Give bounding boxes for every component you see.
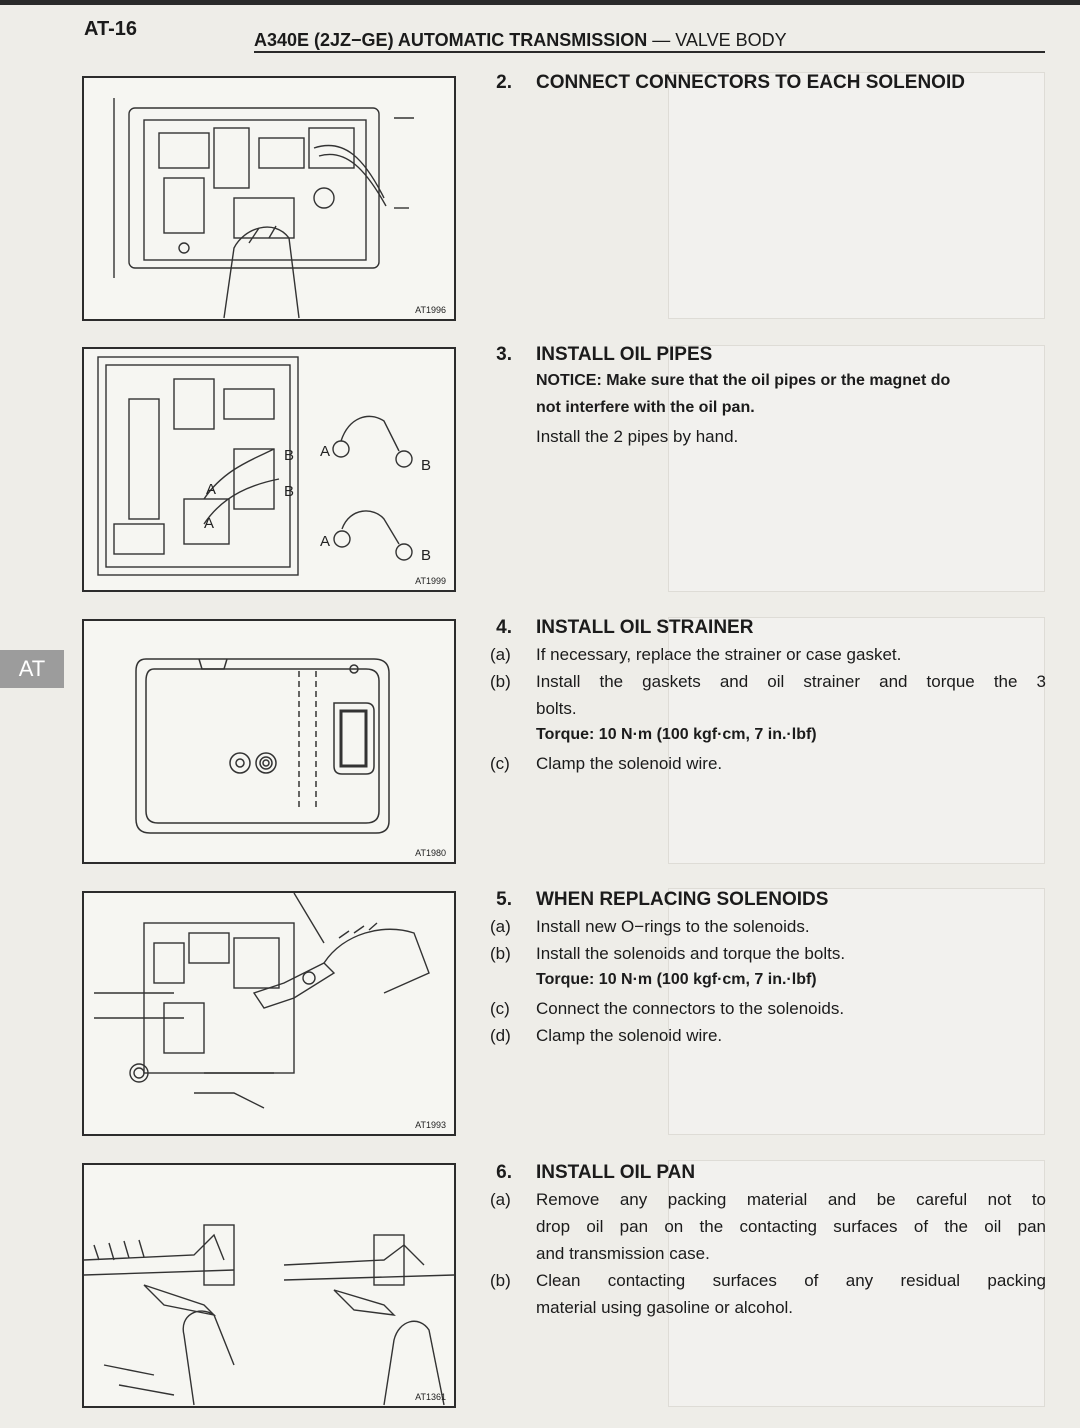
figure-connect-connectors: AT1996 <box>82 76 456 321</box>
notice-text: not interfere with the oil pan. <box>536 399 755 416</box>
valve-body-illustration <box>113 98 414 319</box>
pipe-label: A <box>320 443 331 460</box>
step-heading: INSTALL OIL STRAINER <box>536 617 754 638</box>
pipe-label: A <box>204 515 215 532</box>
bleed-through-box <box>668 72 1045 319</box>
sub-step-label: (a) <box>490 917 511 936</box>
sub-step-label: (b) <box>490 672 511 691</box>
figure-code: AT1993 <box>415 1120 446 1130</box>
bleed-through-box <box>668 617 1045 864</box>
top-border <box>0 0 1080 5</box>
instruction-text: bolts. <box>536 699 577 718</box>
sub-step-label: (c) <box>490 754 510 773</box>
step-number: 4. <box>496 617 512 638</box>
sub-step-label: (d) <box>490 1026 511 1045</box>
instruction-text: Install the 2 pipes by hand. <box>536 427 739 446</box>
figure-code: AT1999 <box>415 576 446 586</box>
instruction-text: If necessary, replace the strainer or ca… <box>536 645 902 664</box>
instruction-text: Install new O−rings to the solenoids. <box>536 917 810 936</box>
section-tab: AT <box>0 650 64 688</box>
pipe-label: B <box>421 547 432 564</box>
instruction-text: Clamp the solenoid wire. <box>536 754 723 773</box>
instruction-text: Install the solenoids and torque the bol… <box>536 944 846 963</box>
figure-code: AT1980 <box>415 848 446 858</box>
solenoid-illustration <box>94 893 430 1109</box>
page-number: AT-16 <box>84 18 137 40</box>
bleed-through-box <box>668 345 1045 592</box>
step-heading: WHEN REPLACING SOLENOIDS <box>536 889 829 910</box>
figure-oil-pan: AT1361 <box>82 1163 456 1408</box>
instruction-text: drop oil pan on the contacting surfaces … <box>536 1217 1046 1236</box>
pipe-label: B <box>284 447 295 464</box>
step-heading: INSTALL OIL PAN <box>536 1162 696 1183</box>
title-separator: — <box>647 30 676 50</box>
figure-oil-pipes: A B B A B B A A AT1999 <box>82 347 456 592</box>
sub-step-label: (a) <box>490 1190 511 1209</box>
sub-step-label: (a) <box>490 645 511 664</box>
step-number: 5. <box>496 889 512 910</box>
instruction-text: Clamp the solenoid wire. <box>536 1026 723 1045</box>
figure-oil-strainer: AT1980 <box>82 619 456 864</box>
pipe-label: B <box>284 483 295 500</box>
step-heading: CONNECT CONNECTORS TO EACH SOLENOID <box>536 72 965 93</box>
sub-step-label: (c) <box>490 999 510 1018</box>
instruction-text: material using gasoline or alcohol. <box>536 1298 794 1317</box>
figure-code: AT1996 <box>415 305 446 315</box>
title-main: A340E (2JZ−GE) AUTOMATIC TRANSMISSION <box>254 30 648 50</box>
page-title: A340E (2JZ−GE) AUTOMATIC TRANSMISSION — … <box>254 30 787 51</box>
figure-replacing-solenoids: AT1993 <box>82 891 456 1136</box>
title-section: VALVE BODY <box>675 30 787 50</box>
instruction-text: Install the gaskets and oil strainer and… <box>536 672 1046 691</box>
figure-code: AT1361 <box>415 1392 446 1402</box>
step-heading: INSTALL OIL PIPES <box>536 344 713 365</box>
oil-pan-illustration <box>84 1224 454 1406</box>
torque-spec: Torque: 10 N·m (100 kgf·cm, 7 in.·lbf) <box>536 971 817 988</box>
sub-step-label: (b) <box>490 944 511 963</box>
oil-pipes-illustration <box>97 356 413 576</box>
bleed-through-box <box>668 1160 1045 1407</box>
oil-strainer-illustration <box>135 658 390 834</box>
pipe-label: A <box>320 533 331 550</box>
step-number: 6. <box>496 1162 512 1183</box>
instruction-text: and transmission case. <box>536 1244 710 1263</box>
instruction-text: Clean contacting surfaces of any residua… <box>536 1271 1046 1290</box>
instruction-text: Remove any packing material and be caref… <box>536 1190 1046 1209</box>
notice-text: NOTICE: Make sure that the oil pipes or … <box>536 372 951 389</box>
step-number: 3. <box>496 344 512 365</box>
bleed-through-box <box>668 888 1045 1135</box>
step-number: 2. <box>496 72 512 93</box>
instruction-text: Connect the connectors to the solenoids. <box>536 999 845 1018</box>
pipe-label: B <box>421 457 432 474</box>
header-rule <box>254 51 1045 53</box>
torque-spec: Torque: 10 N·m (100 kgf·cm, 7 in.·lbf) <box>536 726 817 743</box>
pipe-label: A <box>206 481 217 498</box>
sub-step-label: (b) <box>490 1271 511 1290</box>
